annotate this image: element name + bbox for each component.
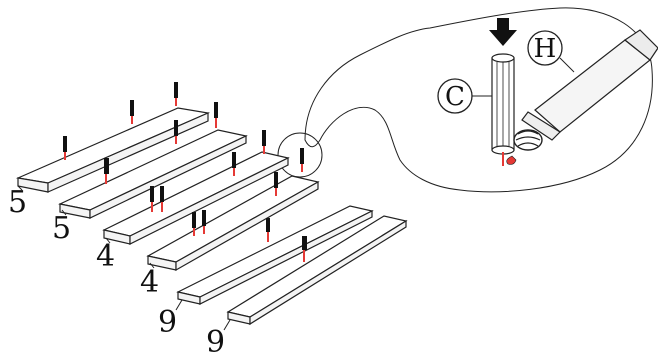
glue-label: H	[534, 34, 557, 64]
dowel-label: C	[445, 82, 465, 112]
board-part-3	[102, 151, 290, 245]
dowel-marker	[174, 120, 178, 144]
dowel-marker	[274, 172, 278, 196]
dowel-marker	[302, 236, 307, 262]
dowel-marker	[130, 100, 134, 124]
dowel-marker	[160, 186, 164, 212]
board-part-6	[226, 215, 408, 326]
dowel-marker	[150, 186, 154, 212]
dowel-icon	[491, 53, 515, 166]
dowel-marker	[214, 102, 218, 128]
callout-source-circle	[277, 132, 323, 178]
part-label-9b: 9	[206, 325, 225, 358]
magnify-callout-icon	[277, 7, 653, 193]
dowel-label-marker: C	[437, 78, 492, 114]
dowel-marker	[300, 148, 304, 172]
dowel-marker	[63, 136, 67, 160]
board-part-2	[58, 129, 248, 219]
dowel-marker	[202, 210, 206, 234]
glue-bottle-icon	[506, 29, 658, 165]
dowel-marker	[232, 152, 236, 176]
dowel-marker	[174, 82, 178, 106]
part-label-4b: 4	[140, 265, 159, 300]
down-arrow-icon	[489, 18, 517, 46]
board-part-1	[15, 107, 211, 193]
part-label-9a: 9	[158, 305, 177, 340]
callout-bubble-outline	[304, 7, 653, 193]
glue-label-marker: H	[527, 30, 575, 73]
part-label-4a: 4	[96, 239, 115, 274]
part-labels: 5 5 4 4 9 9	[8, 185, 231, 358]
dowel-marker	[104, 158, 109, 184]
dowel-marker	[262, 130, 266, 154]
board-dowels	[63, 82, 307, 262]
board-part-4	[146, 175, 320, 272]
part-label-5b: 5	[52, 211, 71, 246]
part-label-5a: 5	[8, 185, 27, 220]
board-part-5	[176, 205, 374, 305]
dowel-marker	[192, 212, 196, 236]
dowel-marker	[266, 218, 270, 242]
